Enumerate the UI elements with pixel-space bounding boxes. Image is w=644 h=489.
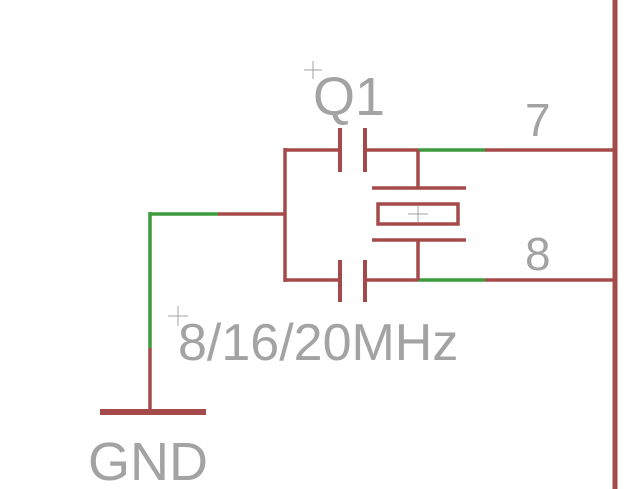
crystal-symbol[interactable] xyxy=(372,150,466,280)
part-name-label: Q1 xyxy=(313,67,385,127)
gnd-label: GND xyxy=(88,432,208,489)
pin-label-8: 8 xyxy=(525,228,551,280)
part-value-label: 8/16/20MHz xyxy=(178,314,458,372)
origin-cross-icon xyxy=(168,61,428,326)
pin-label-7: 7 xyxy=(525,94,551,146)
capacitor-bottom[interactable] xyxy=(285,260,418,302)
capacitor-top[interactable] xyxy=(285,128,418,172)
